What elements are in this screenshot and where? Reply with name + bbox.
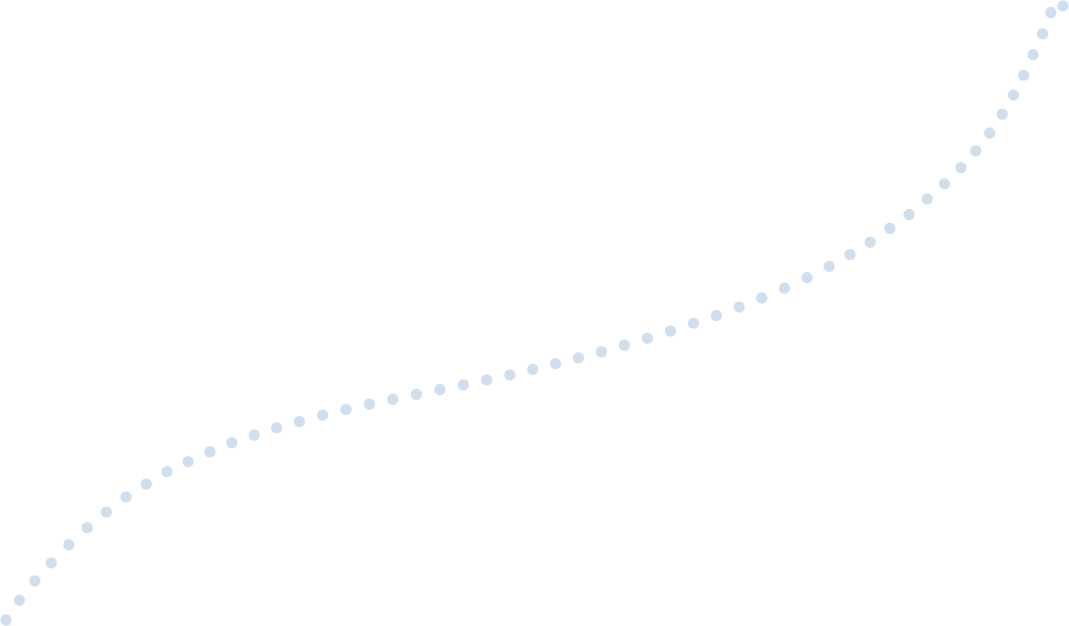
data-point-20 <box>410 388 422 400</box>
data-point-45 <box>955 162 967 174</box>
data-point-34 <box>733 301 745 313</box>
data-point-5 <box>81 522 93 534</box>
data-point-36 <box>778 282 791 294</box>
data-point-44 <box>938 178 951 190</box>
data-point-26 <box>549 358 562 370</box>
data-point-11 <box>204 446 216 458</box>
data-point-12 <box>226 437 238 449</box>
data-point-48 <box>996 108 1008 120</box>
data-point-16 <box>317 409 329 421</box>
data-point-28 <box>595 346 608 358</box>
data-point-13 <box>248 429 260 441</box>
data-point-40 <box>864 236 876 248</box>
data-point-23 <box>481 374 493 386</box>
data-point-37 <box>801 271 813 284</box>
data-point-31 <box>664 325 677 337</box>
data-point-6 <box>100 506 112 518</box>
data-point-1 <box>13 594 26 606</box>
data-point-14 <box>271 422 283 434</box>
data-point-51 <box>1027 49 1039 61</box>
data-point-32 <box>687 317 700 329</box>
data-point-15 <box>293 415 306 428</box>
data-point-27 <box>572 352 585 364</box>
data-point-0 <box>0 614 12 626</box>
data-point-43 <box>921 193 933 205</box>
data-point-24 <box>504 369 516 381</box>
data-point-49 <box>1007 89 1020 101</box>
data-point-19 <box>387 393 399 405</box>
data-point-35 <box>756 292 768 304</box>
data-point-18 <box>363 398 375 410</box>
data-point-9 <box>161 466 173 478</box>
data-point-25 <box>527 363 539 376</box>
data-point-4 <box>63 539 75 551</box>
data-point-30 <box>641 332 653 344</box>
data-point-10 <box>182 456 194 468</box>
data-point-17 <box>340 403 352 416</box>
data-point-29 <box>618 339 630 351</box>
data-point-50 <box>1018 69 1030 81</box>
data-point-55 <box>1057 0 1069 12</box>
data-point-38 <box>823 260 835 272</box>
data-point-7 <box>120 491 132 503</box>
data-point-21 <box>434 384 446 396</box>
data-point-42 <box>903 208 915 221</box>
data-point-47 <box>984 127 996 139</box>
data-point-33 <box>710 310 723 322</box>
data-point-41 <box>884 222 896 234</box>
data-point-39 <box>844 248 856 261</box>
data-point-52 <box>1037 28 1049 40</box>
data-point-22 <box>457 379 469 391</box>
data-point-3 <box>45 557 57 569</box>
data-point-8 <box>140 478 152 490</box>
data-point-53 <box>1045 6 1057 19</box>
data-point-2 <box>29 575 41 587</box>
data-point-46 <box>970 145 982 157</box>
